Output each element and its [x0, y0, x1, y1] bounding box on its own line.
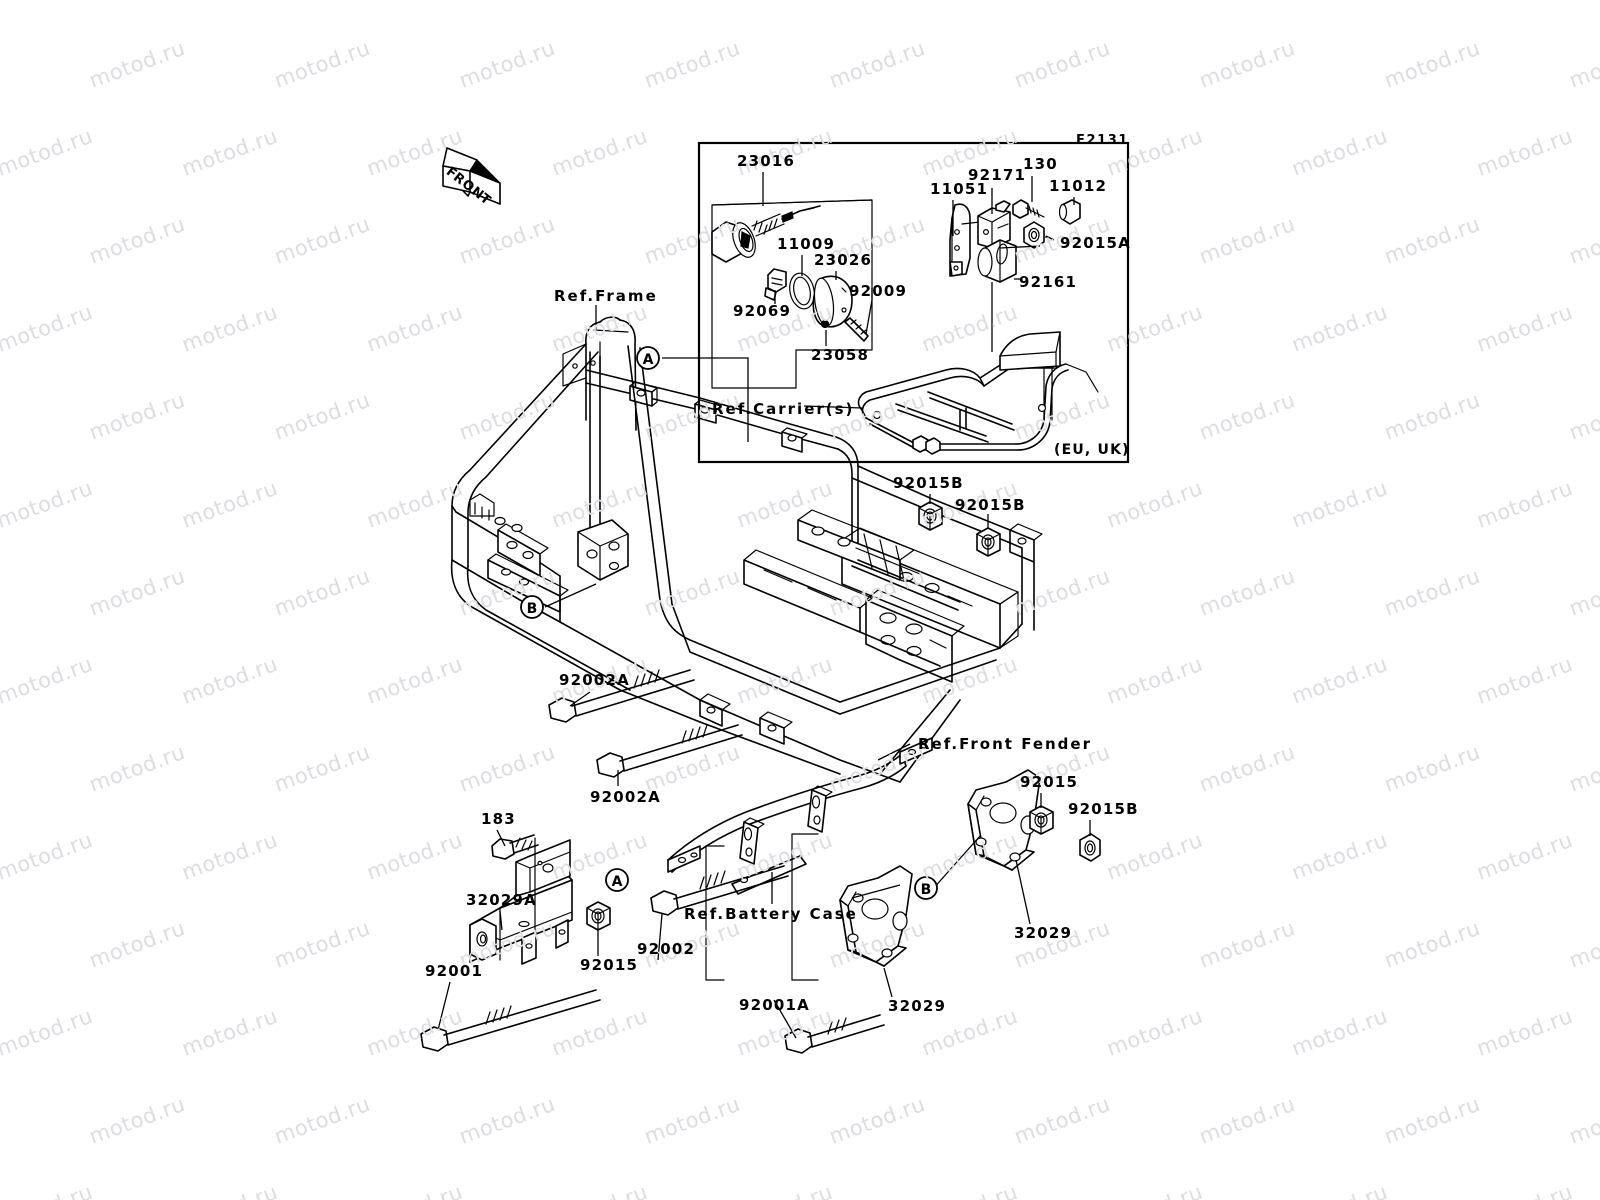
part-label-183: 183 — [481, 810, 516, 828]
callout-brackets — [534, 833, 819, 981]
ref-carrier-label: Ref.Carrier(s) — [712, 400, 855, 418]
washer-92015b-right — [1079, 833, 1101, 862]
bolt-92001 — [420, 989, 601, 1052]
front-fender-bracket — [667, 737, 933, 895]
nut-92015b-lower — [976, 527, 1001, 557]
part-label-92015b-3: 92015B — [1068, 800, 1139, 818]
part-label-11051: 11051 — [930, 180, 989, 198]
part-label-92015b-1: 92015B — [893, 474, 964, 492]
ref-frame-label: Ref.Frame — [554, 287, 658, 305]
nut-92015-right — [1029, 805, 1054, 835]
part-label-32029-2: 32029 — [888, 997, 947, 1015]
part-label-92171: 92171 — [968, 166, 1027, 184]
section-marker-a-frame: A — [636, 346, 660, 370]
part-label-130: 130 — [1023, 155, 1058, 173]
plate-32029-rear — [967, 769, 1041, 871]
part-11009-gasket — [789, 272, 815, 310]
part-label-32029-1: 32029 — [1014, 924, 1073, 942]
part-92015a-nut — [1023, 221, 1045, 249]
part-label-11009: 11009 — [777, 235, 836, 253]
part-23016-ignition-switch — [711, 205, 821, 263]
part-23058-pin — [820, 319, 830, 329]
part-11051-bracket — [949, 203, 981, 277]
section-marker-a-bracket: A — [605, 868, 629, 892]
svg-text:A: A — [612, 874, 623, 890]
part-11012-cap — [1058, 199, 1081, 225]
part-label-23058: 23058 — [811, 346, 870, 364]
part-92069-bulb — [764, 268, 787, 301]
section-marker-b-frame: B — [520, 595, 544, 619]
part-label-92015b-2: 92015B — [955, 496, 1026, 514]
part-label-92009: 92009 — [849, 282, 908, 300]
svg-text:B: B — [921, 882, 932, 898]
bolt-92002a-upper — [548, 669, 695, 723]
part-label-11012: 11012 — [1049, 177, 1108, 195]
section-marker-b-plate: B — [914, 876, 938, 900]
bolt-92002 — [650, 865, 789, 916]
svg-text:B: B — [527, 601, 538, 617]
part-label-92001: 92001 — [425, 962, 484, 980]
part-label-92002: 92002 — [637, 940, 696, 958]
ref-battery-case-label: Ref.Battery Case — [684, 905, 858, 923]
part-label-92002a-2: 92002A — [590, 788, 661, 806]
part-92161-damper — [977, 239, 1017, 283]
sheet-code: F2131 — [1076, 133, 1130, 148]
bolt-92002a-lower — [596, 724, 743, 778]
ref-carrier-rack — [857, 331, 1099, 455]
part-label-92015-1: 92015 — [580, 956, 639, 974]
part-label-92001a: 92001A — [739, 996, 810, 1014]
svg-text:A: A — [643, 352, 654, 368]
part-label-92015a: 92015A — [1060, 234, 1131, 252]
part-92009-screw — [844, 317, 869, 342]
part-label-92069: 92069 — [733, 302, 792, 320]
part-label-23016: 23016 — [737, 152, 796, 170]
region-note: (EU, UK) — [1054, 442, 1130, 458]
bolt-92001a — [784, 1014, 885, 1054]
part-label-92015-2: 92015 — [1020, 773, 1079, 791]
part-label-23026: 23026 — [814, 251, 873, 269]
plate-32029-front — [839, 865, 913, 967]
inset-eu-uk-box — [697, 141, 1130, 464]
bracket-32029a — [469, 839, 573, 965]
part-130-screw — [1012, 199, 1045, 219]
part-label-32029a: 32029A — [466, 891, 537, 909]
nut-92015-left — [586, 901, 611, 931]
bolt-183 — [491, 834, 539, 860]
ref-front-fender-label: Ref.Front Fender — [918, 735, 1092, 753]
part-23026-lens-cap — [812, 275, 853, 328]
front-direction-arrow: F R O N T — [442, 147, 501, 208]
part-label-92161: 92161 — [1019, 273, 1078, 291]
part-92171-clamp — [977, 200, 1011, 249]
part-label-92002a-1: 92002A — [559, 671, 630, 689]
leader-lines — [437, 172, 1091, 1039]
nut-92015b-upper — [918, 501, 943, 531]
main-frame-assembly — [450, 316, 1043, 783]
